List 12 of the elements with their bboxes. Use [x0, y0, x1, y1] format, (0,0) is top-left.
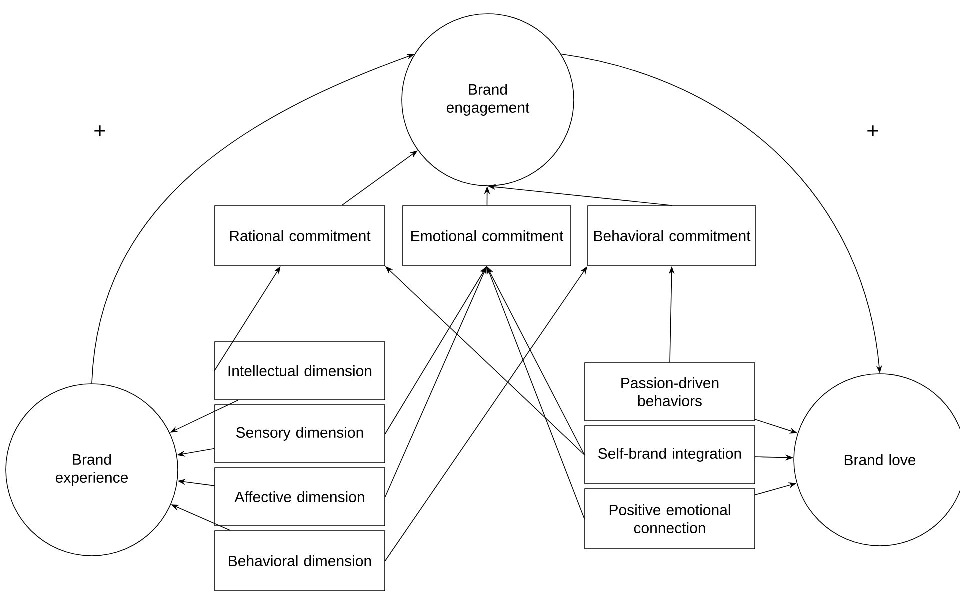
dimension-box: Self-brand integration — [584, 426, 756, 484]
edge-label: + — [92, 124, 108, 140]
dimension-box: Behavioral dimension — [214, 530, 386, 591]
dimension-box: Rational commitment — [214, 206, 386, 266]
edge-label: + — [866, 124, 880, 140]
dimension-box: Affective dimension — [214, 468, 386, 526]
dimension-box: Passion-driven behaviors — [584, 362, 756, 422]
dimension-box: Behavioral commitment — [588, 206, 756, 266]
dimension-box: Positive emotional connection — [584, 488, 756, 550]
dimension-box: Emotional commitment — [402, 206, 572, 266]
dimension-box: Sensory dimension — [214, 404, 386, 464]
dimension-box: Intellectual dimension — [214, 342, 386, 400]
